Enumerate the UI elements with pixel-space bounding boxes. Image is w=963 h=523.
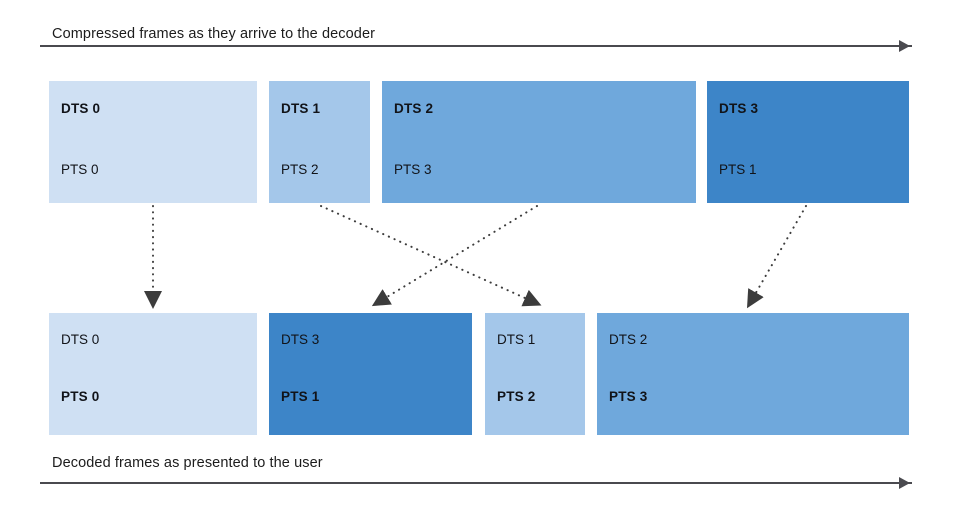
bottom-frame-3-dts: DTS 2 bbox=[609, 332, 648, 347]
bottom-frame-0[interactable]: DTS 0 PTS 0 bbox=[49, 313, 257, 435]
bottom-axis-line bbox=[40, 482, 912, 484]
top-frame-0-dts: DTS 0 bbox=[61, 101, 101, 116]
bottom-axis-caption: Decoded frames as presented to the user bbox=[52, 455, 323, 471]
link-dts2-pts1 bbox=[371, 205, 538, 307]
top-axis-line bbox=[40, 45, 912, 47]
top-frame-1-dts: DTS 1 bbox=[281, 101, 321, 116]
bottom-frame-3[interactable]: DTS 2 PTS 3 bbox=[597, 313, 909, 435]
top-frame-1[interactable]: DTS 1 PTS 2 bbox=[269, 81, 370, 203]
link-dts1-pts2 bbox=[320, 205, 542, 307]
bottom-frame-2[interactable]: DTS 1 PTS 2 bbox=[485, 313, 585, 435]
bottom-frame-1-dts: DTS 3 bbox=[281, 332, 320, 347]
top-frame-2-dts: DTS 2 bbox=[394, 101, 434, 116]
top-frame-0[interactable]: DTS 0 PTS 0 bbox=[49, 81, 257, 203]
bottom-frame-3-pts: PTS 3 bbox=[609, 389, 648, 404]
link-dts3-pts3 bbox=[747, 205, 807, 309]
bottom-frame-2-dts: DTS 1 bbox=[497, 332, 536, 347]
top-axis-caption: Compressed frames as they arrive to the … bbox=[52, 26, 376, 42]
top-frame-2-pts: PTS 3 bbox=[394, 162, 432, 177]
bottom-frame-1-pts: PTS 1 bbox=[281, 389, 320, 404]
top-frame-3-pts: PTS 1 bbox=[719, 162, 757, 177]
top-axis-arrowhead-icon bbox=[899, 40, 910, 52]
top-frame-0-pts: PTS 0 bbox=[61, 162, 99, 177]
bottom-frame-0-pts: PTS 0 bbox=[61, 389, 100, 404]
bottom-frame-1[interactable]: DTS 3 PTS 1 bbox=[269, 313, 472, 435]
bottom-axis-arrowhead-icon bbox=[899, 477, 910, 489]
top-frame-1-pts: PTS 2 bbox=[281, 162, 319, 177]
top-frame-2[interactable]: DTS 2 PTS 3 bbox=[382, 81, 696, 203]
bottom-frame-2-pts: PTS 2 bbox=[497, 389, 536, 404]
top-frame-3[interactable]: DTS 3 PTS 1 bbox=[707, 81, 909, 203]
bottom-frame-0-dts: DTS 0 bbox=[61, 332, 100, 347]
top-frame-3-dts: DTS 3 bbox=[719, 101, 759, 116]
